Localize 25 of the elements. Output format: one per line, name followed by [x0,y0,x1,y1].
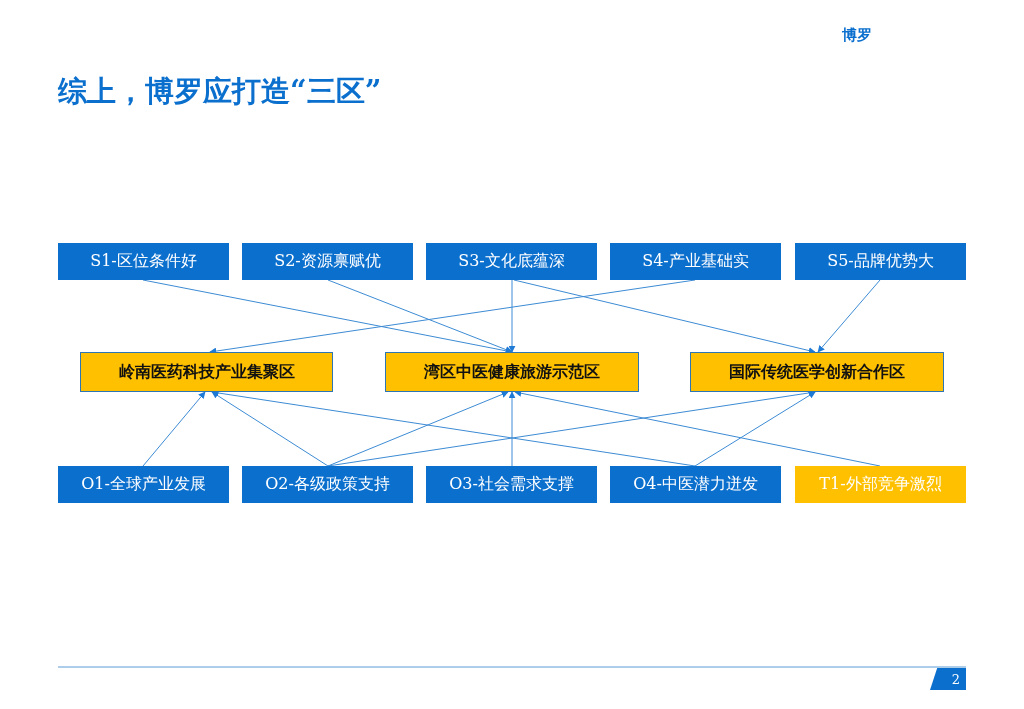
factor-box: S2-资源禀赋优 [242,243,413,280]
arrow [508,279,516,353]
arrow [694,391,816,467]
factor-box: O4-中医潜力迸发 [610,466,781,503]
factor-box: T1-外部竞争激烈 [795,466,966,503]
factor-box: S5-品牌优势大 [795,243,966,280]
page-number: 2 [930,668,966,690]
factor-box: O1-全球产业发展 [58,466,229,503]
arrow [513,279,816,354]
factor-box: S4-产业基础实 [610,243,781,280]
title: 综上，博罗应打造“三区” [58,73,382,110]
zone-box: 国际传统医学创新合作区 [690,352,944,392]
zone-box: 湾区中医健康旅游示范区 [385,352,639,392]
arrow [327,391,509,467]
arrow [211,391,329,467]
arrow [142,391,206,467]
factor-box: O3-社会需求支撑 [426,466,597,503]
header-text: 博罗 [842,26,872,45]
arrow [817,279,881,353]
zone-box: 岭南医药科技产业集聚区 [80,352,333,392]
factor-box: S3-文化底蕴深 [426,243,597,280]
arrow [327,279,513,353]
factor-box: S1-区位条件好 [58,243,229,280]
factor-box: O2-各级政策支持 [242,466,413,503]
arrow [508,391,516,467]
